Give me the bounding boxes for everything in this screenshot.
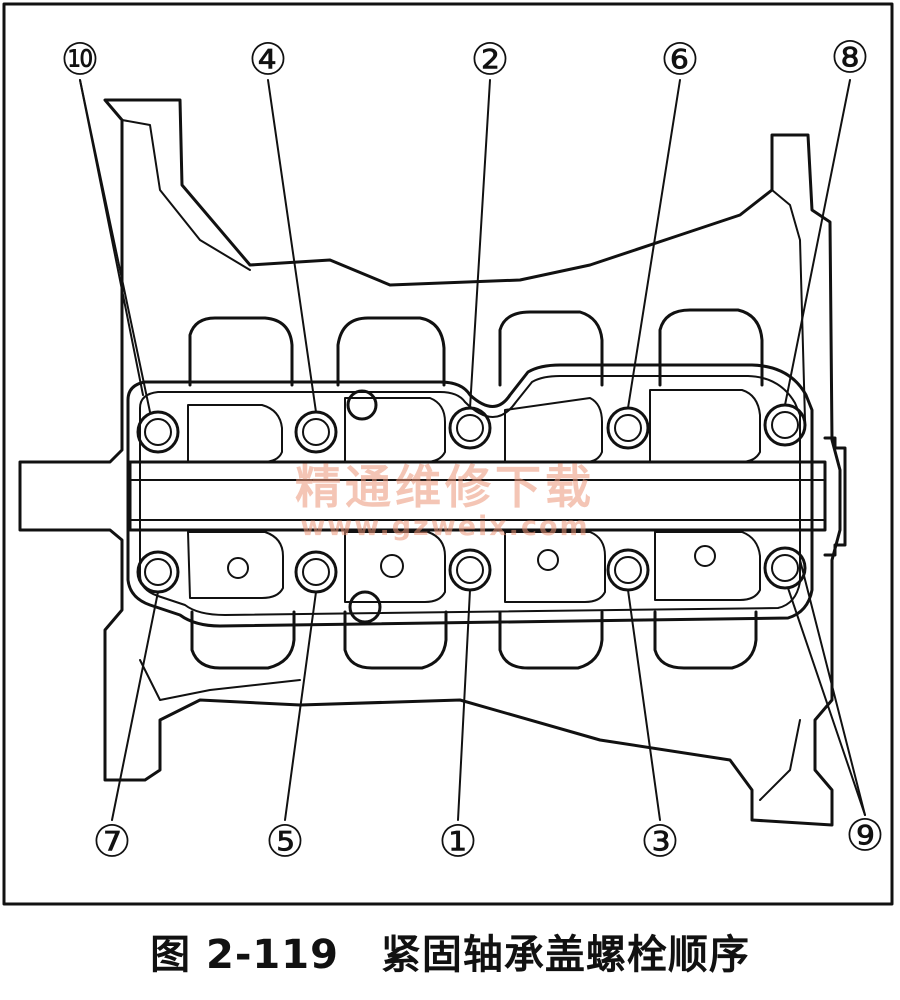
cap-cavity [344,531,446,603]
bolt-label-8: ⑧ [830,33,869,84]
caption-text: 紧固轴承盖螺栓顺序 [380,932,750,978]
leader-line-7 [111,591,159,821]
bolt-3 [606,548,650,592]
block-inner-line [759,719,801,801]
oil-hole [380,554,404,578]
bolt-4 [294,410,338,454]
oil-hole [346,389,378,421]
bolt-7 [136,550,180,594]
bolt-5 [294,550,338,594]
bearing-cap-outline [126,363,814,628]
oil-hole [537,549,559,571]
journal-lobe [498,610,604,670]
journal-lobe [188,316,294,387]
bolt-label-1: ① [438,817,477,868]
block-inner-line [139,659,301,701]
journal-lobe [653,610,758,670]
bolt-label-2: ② [470,35,509,86]
crankshaft [128,460,827,532]
bolt-9 [763,546,807,590]
journal-lobe [658,308,764,387]
leader-line-9 [787,587,866,816]
figure-caption: 图 2-119 紧固轴承盖螺栓顺序 [0,922,900,980]
leader-line-9 [799,559,866,816]
bolt-label-5: ⑤ [265,817,304,868]
figure-border [2,2,894,906]
bolt-6 [606,406,650,450]
cap-cavity [344,397,446,463]
leader-line-1 [457,589,471,821]
bolt-label-3: ③ [640,817,679,868]
leader-line-5 [284,591,317,821]
bolt-label-4: ④ [248,35,287,86]
engine-block-outline [18,98,842,827]
cap-cavity [504,531,606,603]
journal-lobe [343,610,448,670]
bolt-label-7: ⑦ [92,817,131,868]
journal-lobe [190,610,296,670]
oil-hole [227,557,249,579]
cap-cavity [654,531,761,601]
bolt-label-9: ⑨ [845,811,884,862]
block-inner-line [771,189,806,421]
bolt-10 [136,410,180,454]
leader-line-4 [267,79,317,413]
cap-cavity [649,389,761,463]
cap-cavity [187,404,283,463]
leader-line-10 [79,79,144,396]
journal-lobe [336,316,446,387]
leader-line-8 [784,79,851,406]
bolt-2 [448,406,492,450]
journal-lobe [498,310,604,387]
leader-line-2 [469,79,491,409]
bolt-8 [763,403,807,447]
oil-hole [694,545,716,567]
bolt-label-10: ⑩ [60,35,99,86]
caption-number: 图 2-119 [150,932,339,978]
cap-cavity [187,531,284,599]
bolt-1 [448,548,492,592]
block-inner-line [121,119,251,271]
cap-cavity [504,397,603,463]
right-flange [823,436,847,557]
oil-hole [348,590,382,624]
bolt-label-6: ⑥ [660,35,699,86]
leader-line-3 [627,589,661,821]
leader-line-6 [627,79,681,409]
bearing-cap-inner [139,375,801,616]
